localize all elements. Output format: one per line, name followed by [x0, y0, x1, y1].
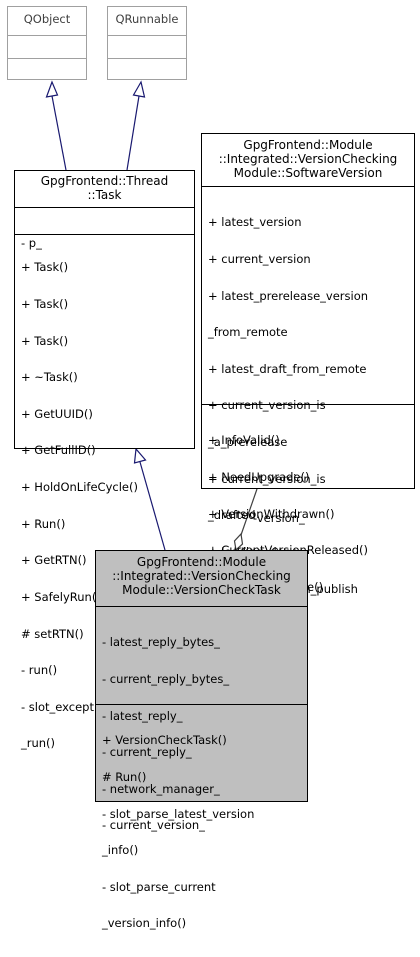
attribute: + current_version_is: [208, 471, 326, 486]
class-qrunnable-attributes: [108, 36, 186, 59]
attribute: - p_: [21, 236, 42, 251]
class-title-line: ::Integrated::VersionChecking: [218, 152, 398, 166]
method: + GetRTN(): [21, 553, 87, 568]
class-qobject[interactable]: QObject: [7, 6, 87, 80]
method: _run(): [21, 736, 56, 751]
attribute: _drafted: [208, 508, 256, 523]
aggregation-diamond: [233, 532, 244, 552]
attribute: + latest_draft_from_remote: [208, 361, 367, 376]
edge-versionchecktask-inherits-task: [139, 461, 166, 551]
method: - slot_parse_current: [102, 879, 216, 894]
method: + NeedUpgrade(): [208, 470, 310, 485]
method: _version_info(): [102, 916, 187, 931]
method: + Run(): [21, 516, 66, 531]
attribute: - network_manager_: [102, 781, 220, 796]
class-title-line: Module::VersionCheckTask: [122, 583, 281, 597]
attribute: - latest_reply_: [102, 708, 183, 723]
method: + Task(): [21, 260, 69, 275]
class-title-line: GpgFrontend::Module: [136, 555, 267, 569]
class-software-version-title: GpgFrontend::Module ::Integrated::Versio…: [202, 134, 414, 187]
edge-task-inherits-qobject: [51, 95, 67, 171]
class-title-line: QRunnable: [115, 12, 179, 26]
class-title-line: GpgFrontend::Module: [243, 138, 373, 152]
attribute: - latest_reply_bytes_: [102, 635, 220, 650]
attribute: _a_prerelease: [208, 435, 288, 450]
edge-version-aggregation: [240, 488, 258, 536]
method: - slot_parse_latest_version: [102, 806, 255, 821]
class-task-methods: + Task() + Task() + Task() + ~Task() + G…: [15, 235, 194, 777]
edge-label-version: -version_: [253, 511, 305, 525]
class-version-check-task[interactable]: GpgFrontend::Module ::Integrated::Versio…: [95, 550, 308, 930]
class-task[interactable]: GpgFrontend::Thread ::Task - p_ + Task()…: [14, 170, 195, 750]
method: + Task(): [21, 297, 69, 312]
attribute: + current_version_is: [208, 398, 326, 413]
method: + Task(): [21, 333, 69, 348]
method: # Run(): [102, 770, 147, 785]
attribute: + latest_prerelease_version: [208, 288, 369, 303]
inheritance-arrowhead-qrunnable: [132, 80, 146, 98]
diagram-edges: [45, 80, 258, 552]
inheritance-arrowhead-task: [133, 447, 147, 464]
attribute: + current_version: [208, 252, 311, 267]
class-qobject-methods: [8, 59, 86, 79]
method: + VersionCheckTask(): [102, 733, 227, 748]
method: + ~Task(): [21, 370, 78, 385]
attribute: - current_reply_bytes_: [102, 672, 230, 687]
class-qrunnable[interactable]: QRunnable: [107, 6, 187, 80]
class-title-line: GpgFrontend::Thread: [40, 174, 169, 188]
method: + InfoValid(): [208, 433, 280, 448]
class-software-version[interactable]: GpgFrontend::Module ::Integrated::Versio…: [201, 133, 415, 705]
class-version-check-task-title: GpgFrontend::Module ::Integrated::Versio…: [96, 551, 307, 607]
method: + SafelyRun(): [21, 589, 101, 604]
class-title-line: QObject: [23, 12, 71, 26]
class-title-line: ::Task: [87, 188, 122, 202]
class-version-check-task-attributes: - latest_reply_bytes_ - current_reply_by…: [96, 607, 307, 832]
class-qrunnable-methods: [108, 59, 186, 79]
inheritance-arrowhead-qobject: [45, 80, 59, 98]
method: + HoldOnLifeCycle(): [21, 480, 138, 495]
method: + GetUUID(): [21, 406, 93, 421]
class-software-version-attributes: + latest_version + current_version + lat…: [202, 187, 414, 705]
method: _info(): [102, 843, 139, 858]
method: - run(): [21, 663, 58, 678]
class-task-title: GpgFrontend::Thread ::Task: [15, 171, 194, 208]
attribute: - current_reply_: [102, 745, 192, 760]
attribute: + latest_version: [208, 215, 302, 230]
class-title-line: Module::SoftwareVersion: [233, 166, 383, 180]
class-qrunnable-title: QRunnable: [108, 7, 186, 36]
class-qobject-attributes: [8, 36, 86, 59]
method: + VersionWithdrawn(): [208, 506, 335, 521]
class-title-line: ::Integrated::VersionChecking: [112, 569, 291, 583]
method: # setRTN(): [21, 626, 84, 641]
edge-task-inherits-qrunnable: [126, 95, 140, 171]
method: + GetFullID(): [21, 443, 96, 458]
attribute: _from_remote: [208, 325, 288, 340]
class-task-attributes: - p_: [15, 208, 194, 250]
class-qobject-title: QObject: [8, 7, 86, 36]
